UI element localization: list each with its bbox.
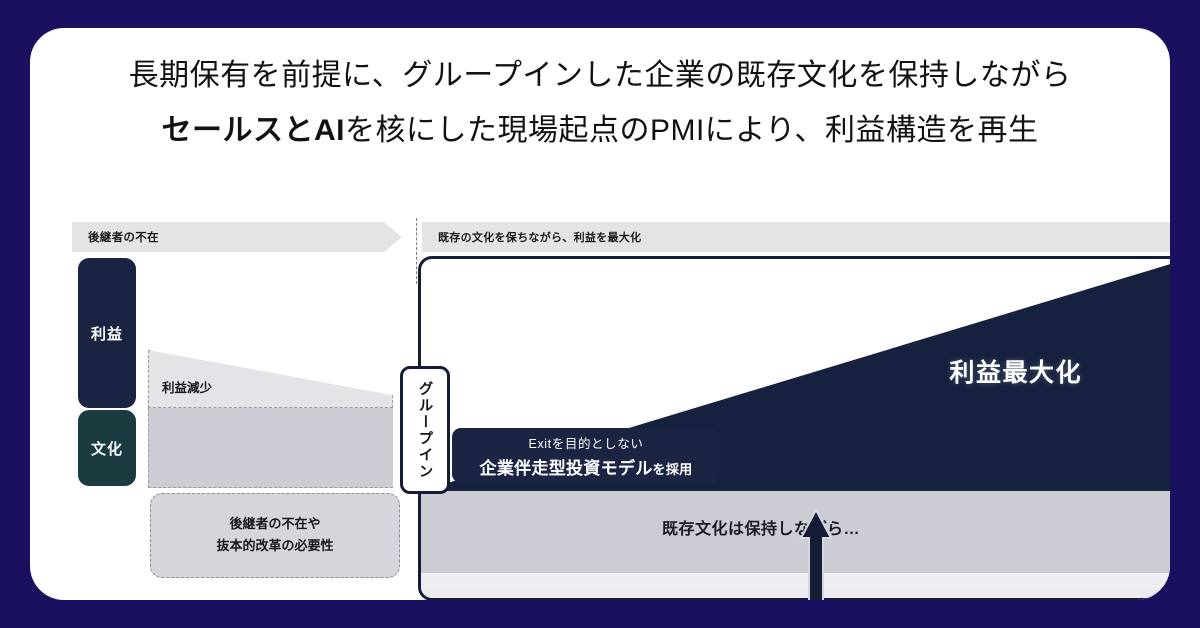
axis-chip-profit: 利益: [78, 258, 136, 408]
pillars-band: [421, 573, 1170, 598]
headline-line-2-rest: を核にした現場起点のPMIにより、利益構造を再生: [344, 113, 1039, 147]
culture-retained-label: 既存文化は保持しながら…: [661, 521, 860, 538]
issue-box-line-2: 抜本的改革の必要性: [216, 538, 334, 553]
profit-decline-label: 利益減少: [162, 381, 213, 395]
banner-before-state: 後継者の不在: [72, 222, 402, 252]
right-culture-band: [421, 491, 1170, 573]
headline-line-1: 長期保有を前提に、グループインした企業の既存文化を保持しながら: [128, 59, 1072, 92]
page-title: 長期保有を前提に、グループインした企業の既存文化を保持しながら セールスとAIを…: [30, 56, 1170, 151]
axis-chip-culture: 文化: [78, 410, 136, 486]
investment-model-subtitle: Exitを目的としない: [528, 436, 644, 451]
investment-model-title-main: 企業伴走型投資モデル: [479, 458, 653, 478]
axis-chip-profit-label: 利益: [90, 325, 123, 343]
banner-before-label: 後継者の不在: [88, 232, 159, 244]
investment-model-title: 企業伴走型投資モデルを採用: [480, 454, 693, 479]
banner-after-state: 既存の文化を保ちながら、利益を最大化: [422, 222, 1170, 252]
banner-after-label: 既存の文化を保ちながら、利益を最大化: [438, 232, 642, 244]
diagram: 後継者の不在 既存の文化を保ちながら、利益を最大化 利益 文化 利益減少 後継者…: [40, 188, 1170, 600]
headline-line-2: セールスとAIを核にした現場起点のPMIにより、利益構造を再生: [30, 111, 1170, 152]
groupin-badge: グループイン: [400, 366, 450, 494]
headline-emphasis: セールスとAI: [161, 113, 345, 147]
investment-model-title-suffix: を採用: [652, 461, 693, 477]
axis-chip-culture-label: 文化: [90, 440, 123, 458]
issue-box-line-1: 後継者の不在や: [229, 516, 321, 532]
section-divider: [416, 218, 417, 284]
left-culture-band: [148, 408, 393, 488]
profit-maximization-label: 利益最大化: [949, 359, 1082, 387]
groupin-label: グループイン: [416, 380, 433, 480]
pillar-row: セールス NOAH AI: [418, 570, 1170, 600]
growth-arrow-icon: [798, 507, 834, 600]
investment-model-badge: Exitを目的としない 企業伴走型投資モデルを採用: [452, 428, 720, 483]
slide-card: 長期保有を前提に、グループインした企業の既存文化を保持しながら セールスとAIを…: [30, 28, 1170, 600]
after-state-panel: 利益最大化 既存文化は保持しながら…: [418, 256, 1170, 600]
issue-box: 後継者の不在や 抜本的改革の必要性: [150, 493, 400, 578]
